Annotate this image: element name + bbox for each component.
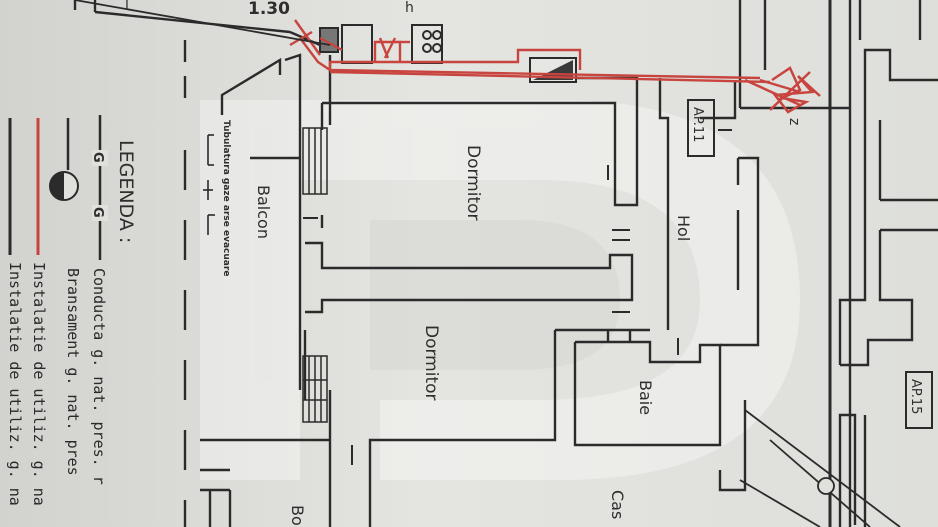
room-label-balcon: Balcon bbox=[254, 185, 273, 239]
svg-text:G: G bbox=[90, 152, 105, 163]
gas-installation-red bbox=[289, 19, 801, 94]
apartment-label-ap15: AP.15 bbox=[905, 371, 933, 429]
legend-item-branch: Bransament g. nat. pres bbox=[49, 118, 82, 476]
watermark bbox=[200, 100, 800, 480]
legend-item-gas-line: G G Conducta g. nat. pres. r bbox=[90, 115, 108, 485]
fragment-mark-3: z bbox=[786, 118, 802, 125]
windows bbox=[302, 127, 328, 423]
apartment-label-ap11: AP.11 bbox=[687, 99, 715, 157]
door-marks bbox=[303, 129, 732, 465]
legend-title: LEGENDA : bbox=[115, 140, 137, 243]
gas-meter-scribble-icon bbox=[744, 66, 821, 114]
room-label-hol: Hol bbox=[674, 215, 693, 241]
svg-text:Conducta g. nat. pres. r: Conducta g. nat. pres. r bbox=[90, 268, 108, 485]
room-label-partial-bo: Bo bbox=[288, 505, 307, 526]
svg-text:Bransament g. nat. pres: Bransament g. nat. pres bbox=[64, 268, 82, 476]
fragment-mark-2: h bbox=[405, 0, 414, 16]
boiler-icon bbox=[341, 24, 373, 64]
svg-text:Instalatie de utiliz. g. na: Instalatie de utiliz. g. na bbox=[6, 262, 24, 506]
svg-text:AP.15: AP.15 bbox=[908, 379, 923, 414]
pipe-note: Tubulatura gaze arse evacuare bbox=[221, 120, 231, 276]
room-label-baie: Baie bbox=[636, 380, 655, 415]
room-label-dormitor-1: Dormitor bbox=[463, 145, 483, 221]
legend-item-black-line: Instalatie de utiliz. g. na bbox=[6, 118, 24, 506]
room-label-dormitor-2: Dormitor bbox=[421, 325, 441, 401]
pipe-symbol bbox=[203, 134, 215, 235]
gas-connection-lines bbox=[74, 0, 901, 527]
legend: LEGENDA : G G Conducta g. nat. pres. r B… bbox=[6, 115, 137, 506]
appliances bbox=[319, 24, 443, 64]
walls bbox=[73, 0, 938, 527]
svg-text:Instalatie de utiliz. g. na: Instalatie de utiliz. g. na bbox=[30, 262, 48, 506]
svg-text:G: G bbox=[90, 207, 105, 218]
fragment-mark: l bbox=[125, 0, 129, 14]
legend-item-red-line: Instalatie de utiliz. g. na bbox=[30, 118, 48, 506]
dimension-label: 1.30 bbox=[248, 0, 290, 19]
room-label-partial-cas: Cas bbox=[608, 490, 627, 519]
svg-text:AP.11: AP.11 bbox=[690, 107, 705, 142]
